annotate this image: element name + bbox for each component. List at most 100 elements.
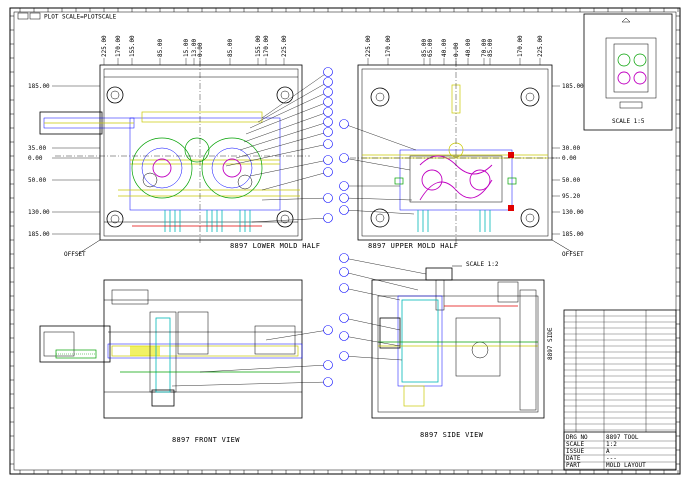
- scale-box-label: SCALE 1:5: [612, 118, 645, 125]
- dimension-label: 95.20: [562, 193, 580, 200]
- callout-bubble: [323, 127, 333, 137]
- title-block-key: ISSUE: [566, 448, 584, 455]
- dimension-label: 85.00: [421, 39, 428, 57]
- dimension-label: 130.00: [562, 209, 584, 216]
- dimension-label: 50.00: [28, 177, 46, 184]
- dimension-label: 70.00: [481, 39, 488, 57]
- side-view-side-label: 8897 SIDE: [547, 327, 554, 360]
- upper-right-dimensions: 185.00 30.00 0.00 50.00 95.20 130.00 185.00: [552, 83, 584, 238]
- callout-bubble: [339, 267, 349, 277]
- upper-mold-title: 8897 UPPER MOLD HALF: [368, 242, 458, 250]
- dimension-label: 85.00: [227, 39, 234, 57]
- callout-bubble: [323, 77, 333, 87]
- dimension-label: 85.00: [157, 39, 164, 57]
- dimension-label: 13.00: [191, 39, 198, 57]
- callout-bubble: [323, 87, 333, 97]
- dimension-label: 185.00: [562, 231, 584, 238]
- callout-bubble: [323, 107, 333, 117]
- dimension-label: 0.00: [28, 155, 43, 162]
- upper-offset-label: OFFSET: [562, 251, 584, 258]
- lower-left-dimensions: 185.00 35.00 0.00 50.00 130.00 185.00: [28, 83, 100, 238]
- callout-bubble: [323, 117, 333, 127]
- lower-mold-half: [39, 50, 310, 245]
- dimension-label: 225.00: [101, 35, 108, 57]
- callout-bubble: [323, 360, 333, 370]
- callout-bubble: [339, 313, 349, 323]
- lower-callouts: [225, 67, 333, 223]
- dimension-label: 0.00: [562, 155, 577, 162]
- callout-bubble: [323, 67, 333, 77]
- callout-bubble: [339, 193, 349, 203]
- dimension-label: 185.00: [28, 83, 50, 90]
- callout-bubble: [339, 283, 349, 293]
- header-icon: [29, 12, 41, 20]
- side-view: [371, 267, 545, 419]
- title-block-value: ---: [606, 455, 617, 462]
- title-block: [563, 309, 677, 471]
- callout-bubble: [339, 153, 349, 163]
- callout-bubble: [339, 331, 349, 341]
- dimension-label: 130.00: [28, 209, 50, 216]
- drawing-inner-border: [13, 11, 677, 471]
- dimension-label: 50.00: [562, 177, 580, 184]
- callout-bubble: [339, 253, 349, 263]
- dimension-label: 0.00: [453, 42, 460, 57]
- dimension-label: 0.00: [197, 42, 204, 57]
- title-block-key: DATE: [566, 455, 581, 462]
- scale-box: [583, 13, 673, 131]
- dimension-label: 40.00: [441, 39, 448, 57]
- callout-bubble: [339, 119, 349, 129]
- dimension-label: 15.00: [183, 39, 190, 57]
- title-block-value: MOLD LAYOUT: [606, 462, 646, 469]
- title-block-key: PART: [566, 462, 581, 469]
- lower-offset-label: OFFSET: [64, 251, 86, 258]
- header-icon: [17, 12, 29, 20]
- dimension-label: 170.00: [517, 35, 524, 57]
- drawing-border: [9, 7, 681, 475]
- dimension-label: 185.00: [562, 83, 584, 90]
- dimension-label: 85.00: [487, 39, 494, 57]
- callout-bubble: [323, 139, 333, 149]
- callout-bubble: [339, 181, 349, 191]
- callout-bubble: [323, 377, 333, 387]
- side-view-title: 8897 SIDE VIEW: [420, 431, 484, 439]
- callout-bubble: [323, 97, 333, 107]
- callout-bubble: [323, 325, 333, 335]
- dimension-label: 35.00: [28, 145, 46, 152]
- dimension-label: 170.00: [115, 35, 122, 57]
- callout-bubble: [323, 193, 333, 203]
- dimension-label: 40.00: [465, 39, 472, 57]
- dimension-label: 225.00: [281, 35, 288, 57]
- dimension-label: 225.00: [537, 35, 544, 57]
- callout-bubble: [323, 167, 333, 177]
- border-ticks: [10, 8, 680, 474]
- header-text: PLOT SCALE=PLOTSCALE: [44, 14, 117, 21]
- callout-bubble: [339, 205, 349, 215]
- front-view: [39, 279, 303, 419]
- title-block-value: A: [606, 448, 610, 455]
- dimension-label: 225.00: [365, 35, 372, 57]
- title-block-key: SCALE: [566, 441, 584, 448]
- side-callouts: [339, 253, 427, 361]
- dimension-label: 185.00: [28, 231, 50, 238]
- upper-callouts: [339, 119, 417, 215]
- title-block-value: 8897 TOOL: [606, 434, 639, 441]
- callout-bubble: [339, 351, 349, 361]
- front-view-title: 8897 FRONT VIEW: [172, 436, 240, 444]
- dimension-label: 65.00: [427, 39, 434, 57]
- dimension-label: 170.00: [385, 35, 392, 57]
- title-block-key: DRG NO: [566, 434, 588, 441]
- upper-mold-half: [350, 50, 560, 245]
- lower-mold-title: 8897 LOWER MOLD HALF: [230, 242, 320, 250]
- side-view-note: SCALE 1:2: [466, 261, 499, 268]
- dimension-label: 170.00: [263, 35, 270, 57]
- callout-bubble: [323, 213, 333, 223]
- dimension-label: 155.00: [129, 35, 136, 57]
- front-callouts: [171, 325, 333, 387]
- title-block-value: 1:2: [606, 441, 617, 448]
- dimension-label: 30.00: [562, 145, 580, 152]
